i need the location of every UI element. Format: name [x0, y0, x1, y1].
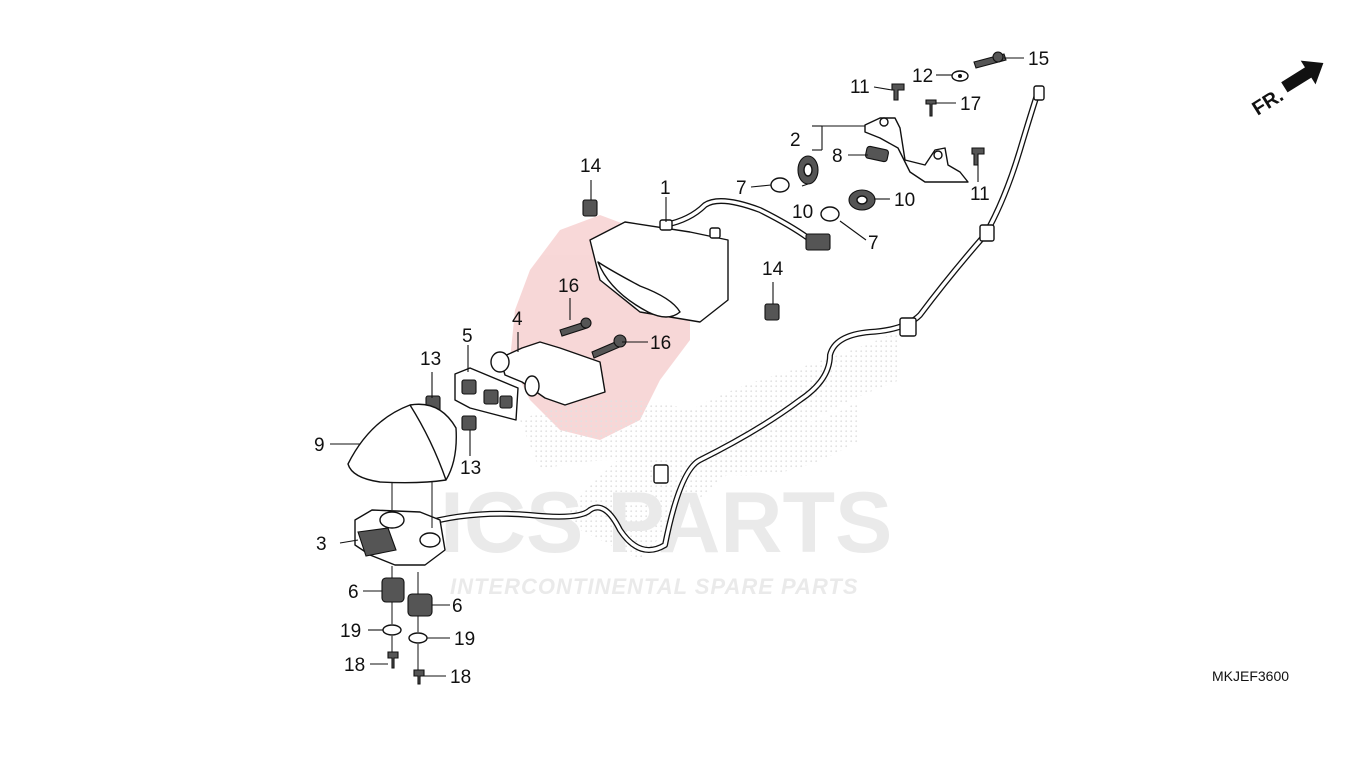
callout-16-lower: 16: [650, 333, 671, 354]
callout-1: 1: [660, 178, 671, 199]
callout-6-right: 6: [452, 596, 463, 617]
screw-18-left: [387, 651, 399, 669]
callout-2: 2: [790, 130, 801, 151]
callout-3: 3: [316, 534, 327, 555]
callout-6-left: 6: [348, 582, 359, 603]
watermark-brand: ICS PARTS: [440, 475, 892, 571]
drawing-code: MKJEF3600: [1212, 668, 1290, 684]
washer-19-left: [382, 624, 402, 636]
callout-13-upper: 13: [420, 349, 441, 370]
license-light-bracket: [490, 341, 606, 406]
taillight-unit: [589, 219, 729, 323]
license-light-cover: [347, 403, 457, 484]
callout-7-lower: 7: [868, 233, 879, 254]
harness-end-connector: [1033, 85, 1045, 101]
callout-10-upper: 10: [792, 202, 813, 223]
harness-clip-lower: [653, 464, 669, 484]
grommets: [770, 155, 876, 222]
callout-17: 17: [960, 94, 981, 115]
watermark-wing-lower: [520, 400, 860, 476]
fr-label: FR.: [1248, 84, 1287, 120]
callout-19-left: 19: [340, 621, 361, 642]
fr-arrow-icon: [1281, 60, 1324, 93]
harness-clip-upper: [979, 224, 995, 242]
bracket-base: [354, 509, 446, 566]
screw-17: [925, 99, 937, 117]
bolt-11-lower: [971, 147, 985, 166]
front-direction-indicator: FR.: [1248, 60, 1324, 120]
assembly-lines: [391, 482, 433, 670]
bolt-11-upper: [891, 83, 905, 101]
watermark-tagline: INTERCONTINENTAL SPARE PARTS: [450, 574, 859, 599]
callout-14-upper: 14: [580, 156, 602, 177]
callout-11-upper: 11: [850, 77, 870, 98]
callout-12: 12: [912, 66, 933, 87]
clip-13-lower: [461, 415, 477, 431]
callout-5: 5: [462, 326, 473, 347]
callout-7-upper: 7: [736, 178, 747, 199]
callout-13-lower: 13: [460, 458, 481, 479]
callout-4: 4: [512, 309, 523, 330]
rubber-mount-6-right: [407, 593, 433, 617]
license-stay-assembly: [864, 51, 1007, 183]
callout-18-right: 18: [450, 667, 471, 688]
callout-16-upper: 16: [558, 276, 579, 297]
callout-11-lower: 11: [970, 184, 990, 205]
clip-14-lower: [764, 303, 780, 321]
callout-9: 9: [314, 435, 325, 456]
license-light: [454, 367, 519, 421]
rubber-mount-6-left: [381, 577, 405, 603]
wire-harness: [417, 85, 1045, 553]
collar-7-lower: [820, 206, 840, 222]
rubber-pad: [865, 145, 889, 163]
washer-19-right: [408, 632, 428, 644]
callout-8: 8: [832, 146, 843, 167]
callout-18-left: 18: [344, 655, 365, 676]
callout-14-lower: 14: [762, 259, 784, 280]
leader-lines: [330, 57, 1024, 677]
callout-15: 15: [1028, 49, 1049, 70]
harness-clip-mid: [899, 317, 917, 337]
screw-18-right: [413, 669, 425, 685]
callout-10-lower: 10: [894, 190, 915, 211]
callout-19-right: 19: [454, 629, 475, 650]
clip-14-upper: [582, 199, 598, 217]
callouts: 1 2 3 4 5 6 6 7 7 8 9 10 10 11 11 12 13 …: [314, 49, 1049, 688]
taillight-connector: [805, 233, 831, 251]
collar-7-upper: [770, 177, 790, 193]
